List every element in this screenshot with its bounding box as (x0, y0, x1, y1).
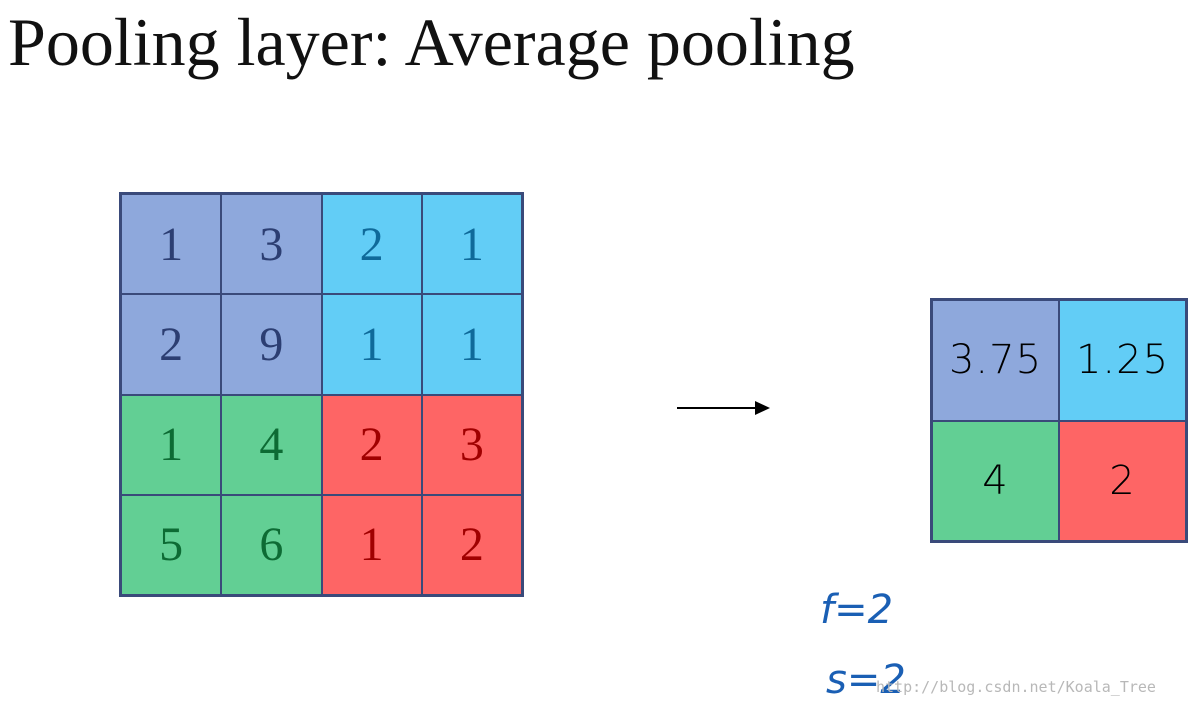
input-matrix-cell: 1 (121, 394, 222, 495)
input-matrix-cell: 2 (321, 194, 422, 295)
input-matrix-cell: 1 (321, 294, 422, 395)
output-matrix-cell: 2 (1059, 420, 1186, 541)
input-matrix-cell: 2 (421, 494, 522, 595)
input-matrix-cell: 3 (221, 194, 322, 295)
input-matrix-cell: 1 (421, 294, 522, 395)
input-matrix-cell: 2 (321, 394, 422, 495)
input-matrix-cell: 1 (321, 494, 422, 595)
slide-title: Pooling layer: Average pooling (8, 4, 855, 80)
output-matrix-cell: 3.75 (932, 300, 1059, 421)
input-matrix-cell: 3 (421, 394, 522, 495)
input-matrix-cell: 5 (121, 494, 222, 595)
stride-label: s=2 (826, 657, 906, 703)
right-arrow-icon (677, 401, 770, 415)
input-matrix-cell: 1 (421, 194, 522, 295)
filter-size-label: f=2 (820, 587, 894, 633)
watermark: http://blog.csdn.net/Koala_Tree (876, 678, 1156, 696)
input-matrix-cell: 2 (121, 294, 222, 395)
input-matrix-cell: 6 (221, 494, 322, 595)
input-matrix-cell: 4 (221, 394, 322, 495)
input-matrix-cell: 9 (221, 294, 322, 395)
output-matrix-cell: 4 (932, 420, 1059, 541)
input-matrix-cell: 1 (121, 194, 222, 295)
output-matrix-cell: 1.25 (1059, 300, 1186, 421)
